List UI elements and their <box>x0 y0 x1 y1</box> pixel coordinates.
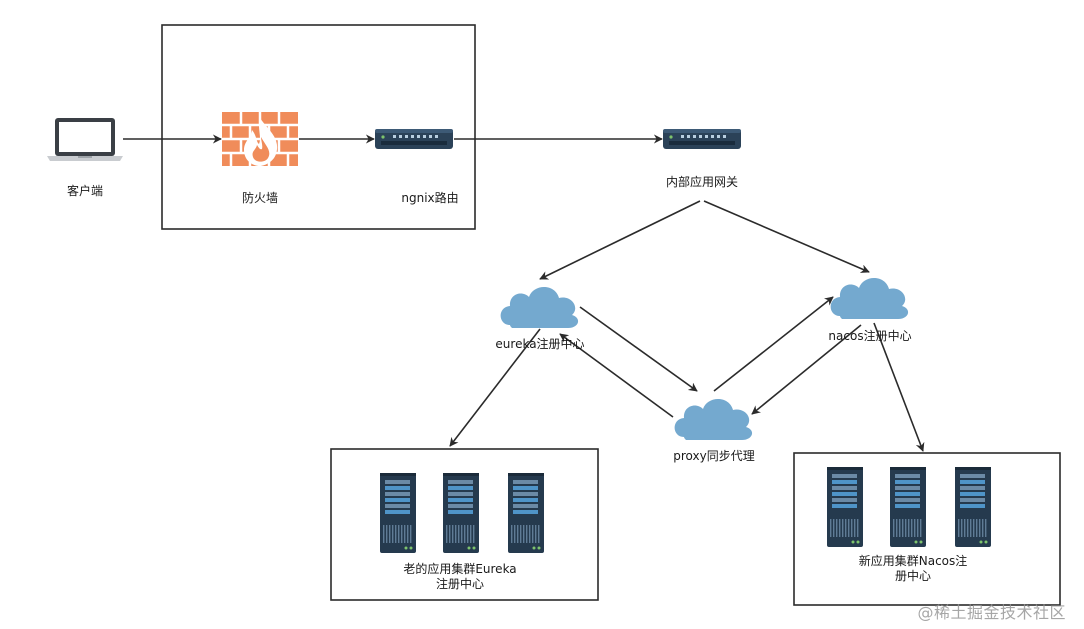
new-cluster-label-line1: 新应用集群Nacos注 <box>858 554 968 568</box>
server-icon <box>827 467 863 547</box>
new-cluster-label: 新应用集群Nacos注 册中心 <box>813 554 1013 584</box>
server-icon <box>443 473 479 553</box>
eureka-label: eureka注册中心 <box>495 337 585 351</box>
nginx-router-icon <box>375 129 453 149</box>
nginx-label: ngnix路由 <box>401 191 459 205</box>
laptop-icon <box>47 118 123 161</box>
firewall-label: 防火墙 <box>241 191 278 205</box>
edge-gateway-eureka <box>539 200 701 280</box>
gateway-label: 内部应用网关 <box>665 175 738 189</box>
firewall-icon <box>222 112 298 166</box>
nacos-label: nacos注册中心 <box>828 329 912 343</box>
old-cluster-label-line1: 老的应用集群Eureka <box>403 562 517 576</box>
edge-gateway-nacos <box>703 200 870 273</box>
proxy-label: proxy同步代理 <box>673 449 755 463</box>
edge-zone-box <box>161 24 476 230</box>
old-cluster-box <box>330 448 599 601</box>
edge-proxy-eureka <box>559 333 674 418</box>
watermark: @稀土掘金技术社区 <box>917 603 1066 622</box>
server-icon <box>890 467 926 547</box>
edge-eureka-proxy <box>579 306 698 392</box>
server-icon <box>955 467 991 547</box>
edge-nacos-new-cluster <box>873 322 925 452</box>
old-cluster-label-line2: 注册中心 <box>435 577 484 591</box>
edge-proxy-nacos <box>713 296 834 392</box>
old-cluster-label: 老的应用集群Eureka 注册中心 <box>360 562 560 592</box>
gateway-router-icon <box>663 129 741 149</box>
proxy-cloud-icon <box>674 399 753 440</box>
new-cluster-box <box>793 452 1061 606</box>
server-icon <box>508 473 544 553</box>
new-cluster-label-line2: 册中心 <box>894 569 931 583</box>
eureka-cloud-icon <box>500 287 579 328</box>
edge-eureka-old-cluster <box>449 328 541 447</box>
nacos-cloud-icon <box>830 278 909 319</box>
client-label: 客户端 <box>66 184 103 198</box>
edge-nacos-proxy <box>751 324 862 415</box>
server-icon <box>380 473 416 553</box>
